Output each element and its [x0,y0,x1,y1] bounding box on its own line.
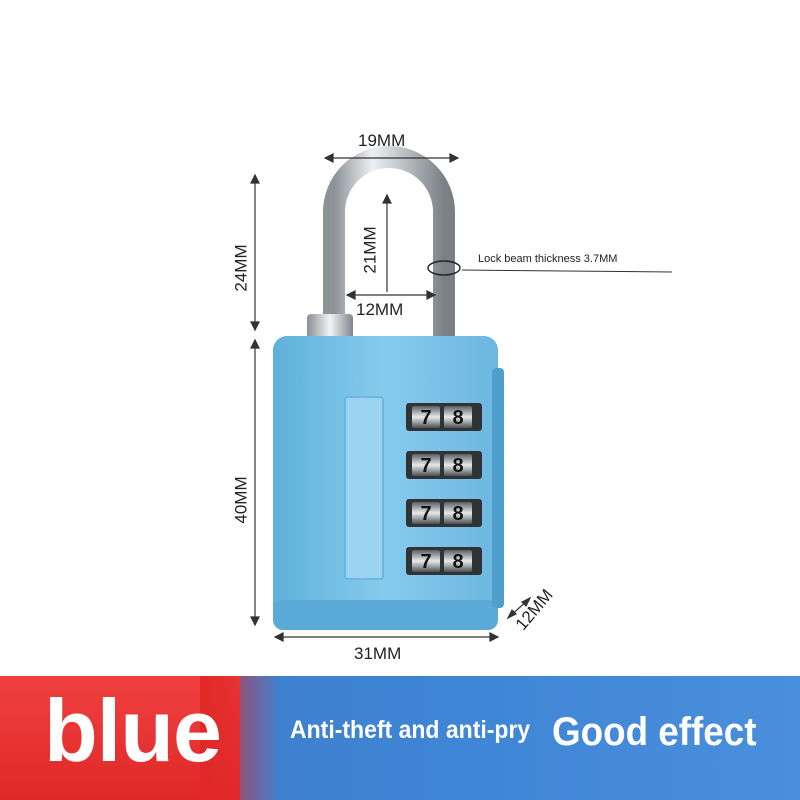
dial-digit: 7 [420,503,431,525]
slogan-primary: Anti-theft and anti-pry [290,716,531,744]
slogan-secondary: Good effect [552,710,757,754]
dim-body-height: 40MM [231,476,251,524]
dial-wheel [444,406,472,428]
dimension-lines [250,153,673,642]
dial-digit: 8 [452,407,463,429]
dial-digit: 7 [420,551,431,573]
dial-wheel [444,454,472,476]
dim-shackle-width: 19MM [358,131,406,150]
dim-body-width: 31MM [354,644,402,663]
lock-body [273,336,498,626]
banner-red-block [0,676,280,800]
dial-digit: 8 [452,455,463,477]
dim-shackle-height: 24MM [231,244,251,292]
beam-thickness-note: Lock beam thickness 3.7MM [478,253,618,265]
dial-wheel [412,550,440,572]
color-name-label: blue [44,681,222,780]
dial-wheel [444,502,472,524]
dial-digit: 8 [452,503,463,525]
dim-inner-width: 12MM [356,300,404,319]
dial-digit: 7 [420,407,431,429]
shackle [323,146,455,336]
color-banner: blue Anti-theft and anti-pry Good effect [0,676,800,800]
dim-inner-height: 21MM [360,226,380,274]
body-window [344,396,384,580]
dial-wheel [412,406,440,428]
beam-marker [427,260,461,276]
dial-wheel [412,502,440,524]
dial-digit: 8 [452,551,463,573]
dial-digit: 7 [420,455,431,477]
dial-wheel [444,550,472,572]
dial-wheel [412,454,440,476]
